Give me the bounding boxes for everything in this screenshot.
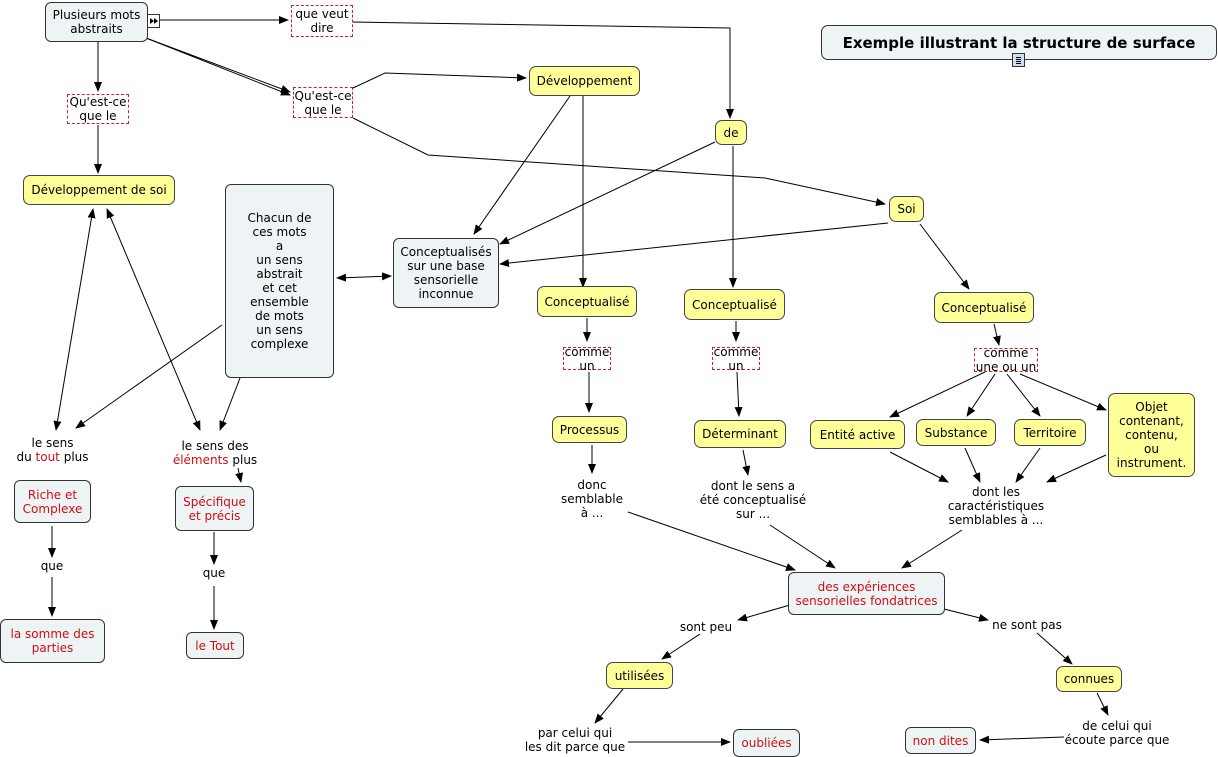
node-substance[interactable]: Substance xyxy=(916,419,996,446)
expand-icon[interactable] xyxy=(147,14,160,28)
node-developpement[interactable]: Développement xyxy=(529,66,640,96)
node-objet[interactable]: Objet contenant, contenu, ou instrument. xyxy=(1108,393,1195,477)
link-comme-un-2[interactable]: comme un xyxy=(712,344,760,373)
link-sens-du-tout[interactable]: le sens du tout plus xyxy=(16,436,89,464)
node-conceptualise-2[interactable]: Conceptualisé xyxy=(684,289,785,320)
sens-tout-line: du tout plus xyxy=(16,450,89,464)
node-oubliees[interactable]: oubliées xyxy=(733,729,800,757)
node-developpement-de-soi[interactable]: Développement de soi xyxy=(23,175,175,205)
node-connues[interactable]: connues xyxy=(1056,666,1122,692)
node-soi[interactable]: Soi xyxy=(889,196,924,222)
link-comme-un-1[interactable]: comme un xyxy=(563,344,611,373)
link-que-1[interactable]: que xyxy=(40,559,64,573)
link-quest-ce-mid[interactable]: Qu'est-ce que le xyxy=(293,87,353,118)
node-la-somme-des-parties[interactable]: la somme des parties xyxy=(0,619,105,663)
link-sont-peu[interactable]: sont peu xyxy=(679,620,733,634)
node-utilisees[interactable]: utilisées xyxy=(606,662,673,689)
node-experiences-sensorielles[interactable]: des expériences sensorielles fondatrices xyxy=(788,572,945,615)
node-non-dites[interactable]: non dites xyxy=(905,727,976,754)
link-dont-les-caracteristiques[interactable]: dont les caractéristiques semblables à .… xyxy=(947,485,1045,527)
node-processus[interactable]: Processus xyxy=(552,416,627,443)
node-specifique-et-precis[interactable]: Spécifique et précis xyxy=(175,486,254,531)
link-dont-le-sens[interactable]: dont le sens a été conceptualisé sur ... xyxy=(699,479,807,521)
node-chacun-de-ces-mots[interactable]: Chacun de ces mots a un sens abstrait et… xyxy=(225,184,334,378)
node-conceptualises[interactable]: Conceptualisés sur une base sensorielle … xyxy=(393,238,499,308)
node-conceptualise-3[interactable]: Conceptualisé xyxy=(934,292,1034,323)
document-icon[interactable] xyxy=(1012,53,1025,67)
link-que-2[interactable]: que xyxy=(202,566,226,580)
node-le-tout[interactable]: le Tout xyxy=(186,632,244,659)
link-donc-semblable[interactable]: donc semblable à ... xyxy=(561,478,623,520)
node-de[interactable]: de xyxy=(715,120,747,145)
link-de-celui-qui[interactable]: de celui qui écoute parce que xyxy=(1064,719,1170,747)
node-territoire[interactable]: Territoire xyxy=(1014,419,1086,446)
node-conceptualise-1[interactable]: Conceptualisé xyxy=(537,286,637,317)
link-comme-une-ou-un[interactable]: comme une ou un xyxy=(974,346,1038,374)
link-sens-des-elements[interactable]: le sens des éléments plus xyxy=(172,439,258,467)
link-ne-sont-pas[interactable]: ne sont pas xyxy=(992,618,1062,632)
node-plusieurs-mots[interactable]: Plusieurs mots abstraits xyxy=(45,2,148,42)
sens-elements-line: éléments plus xyxy=(172,453,258,467)
node-riche-et-complexe[interactable]: Riche et Complexe xyxy=(14,480,91,523)
node-determinant[interactable]: Déterminant xyxy=(694,420,786,448)
node-entite-active[interactable]: Entité active xyxy=(810,420,905,449)
link-quest-ce-left[interactable]: Qu'est-ce que le xyxy=(67,94,129,124)
link-que-veut-dire[interactable]: que veut dire xyxy=(291,5,353,37)
link-par-celui-qui[interactable]: par celui qui les dit parce que xyxy=(524,726,626,754)
